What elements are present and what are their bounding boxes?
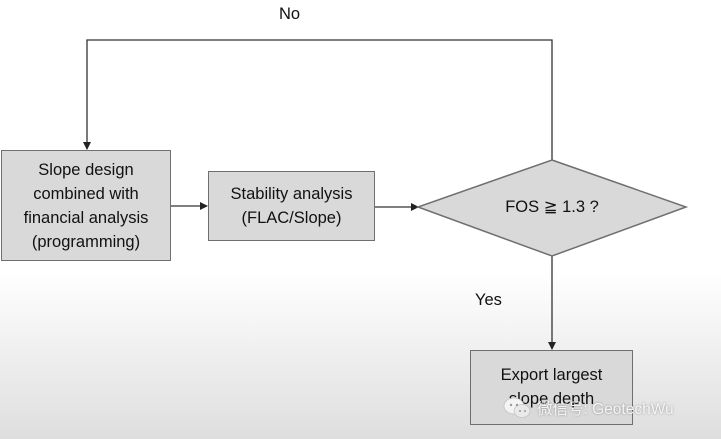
decision-diamond bbox=[415, 159, 689, 257]
yes-label: Yes bbox=[475, 291, 502, 309]
watermark: 微信号: GeotechWu bbox=[503, 396, 674, 420]
wechat-icon bbox=[503, 397, 531, 418]
export-box: Export largest slope depth bbox=[470, 350, 633, 425]
no-loop-line bbox=[83, 39, 553, 161]
stability-analysis-box: Stability analysis (FLAC/Slope) bbox=[208, 171, 375, 241]
slope-design-box: Slope design combined with financial ana… bbox=[1, 150, 171, 261]
stability-analysis-text: Stability analysis (FLAC/Slope) bbox=[230, 185, 353, 227]
watermark-text: 微信号: GeotechWu bbox=[537, 401, 674, 418]
no-label: No bbox=[279, 5, 301, 23]
slope-design-text: Slope design combined with financial ana… bbox=[23, 160, 149, 251]
decision-text: FOS ≧ 1.3 ? bbox=[505, 198, 599, 216]
